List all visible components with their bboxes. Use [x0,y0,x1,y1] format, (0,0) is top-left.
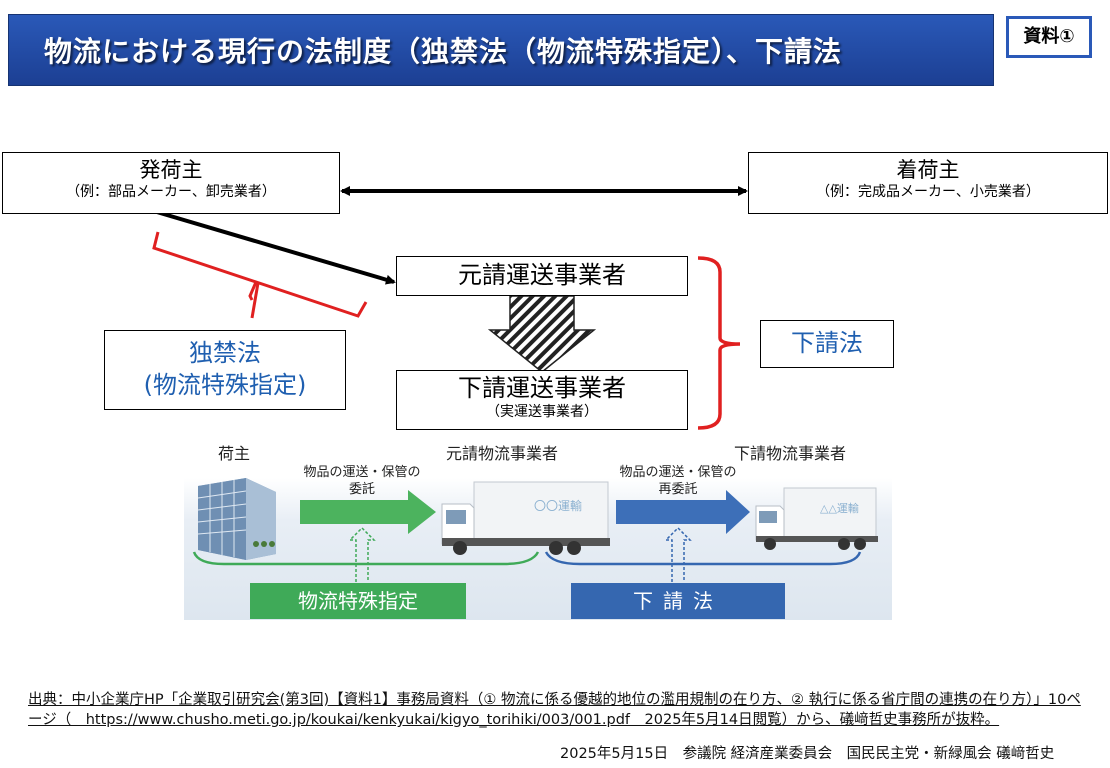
consign-label: 物品の運送・保管の 委託 [282,464,442,498]
shipper-box: 発荷主 （例：部品メーカー、卸売業者） [2,152,340,214]
reconsign-label-line1: 物品の運送・保管の [619,465,737,480]
reconsign-arrow [616,490,750,534]
footer-info: 2025年5月15日 参議院 経済産業委員会 国民民主党・新緑風会 礒﨑哲史 [560,746,1055,762]
title-banner [8,14,994,86]
illustration-graphics: 〇〇運輸 △△運輸 [192,478,878,582]
consignee-box: 着荷主 （例：完成品メーカー、小売業者） [748,152,1108,214]
consignee-label: 着荷主 [896,158,960,182]
truck1-company: 〇〇運輸 [534,498,582,513]
building-icon [197,478,276,560]
subcontract-law-label: 下請法 [791,329,863,357]
document-badge: 資料① [1006,16,1092,58]
prime-carrier-box: 元請運送事業者 [396,256,688,296]
reconsign-label: 物品の運送・保管の 再委託 [598,464,758,498]
sub-carrier-label: 下請運送事業者 [458,374,626,402]
sub-carrier-box: 下請運送事業者 （実運送事業者） [396,370,688,430]
logistics-designation-badge: 物流特殊指定 [250,583,466,619]
photo-sub-label: 下請物流事業者 [734,444,847,463]
subcontract-bracket [697,256,741,430]
blue-bracket [544,551,862,566]
truck-icon-1: 〇〇運輸 [441,481,610,555]
sub-carrier-note: （実運送事業者） [486,404,598,420]
photo-shipper-label: 荷主 [218,444,251,463]
page-title: 物流における現行の法制度（独禁法（物流特殊指定）、下請法 [44,35,843,68]
prime-carrier-label: 元請運送事業者 [458,261,626,289]
consign-arrow [300,490,436,534]
antimonopoly-label: 独禁法 [189,339,261,367]
truck2-company: △△運輸 [820,501,859,515]
shipper-to-prime-arrow [149,208,396,285]
shipper-label: 発荷主 [139,158,203,182]
logistics-designation-label: (物流特殊指定) [143,371,307,399]
shipper-example: （例：部品メーカー、卸売業者） [66,184,276,200]
green-dashed-arrow [348,526,376,582]
source-citation: 出典：中小企業庁HP「企業取引研究会(第3回)【資料1】事務局資料（① 物流に係… [28,692,1081,728]
reconsign-label-line2: 再委託 [658,482,698,497]
subcontract-law-badge: 下請法 [571,583,785,619]
truck-icon-2: △△運輸 [755,487,878,550]
consignee-example: （例：完成品メーカー、小売業者） [816,184,1040,200]
blue-dashed-arrow [664,526,692,582]
subcontract-law-box: 下請法 [760,320,894,368]
antimonopoly-bracket [152,231,368,318]
delegation-down-arrow [487,295,597,373]
green-bracket [192,551,540,566]
consign-label-line2: 委託 [348,482,375,497]
consign-label-line1: 物品の運送・保管の [303,465,421,480]
antimonopoly-box: 独禁法 (物流特殊指定) [104,330,346,410]
photo-prime-label: 元請物流事業者 [446,444,559,463]
